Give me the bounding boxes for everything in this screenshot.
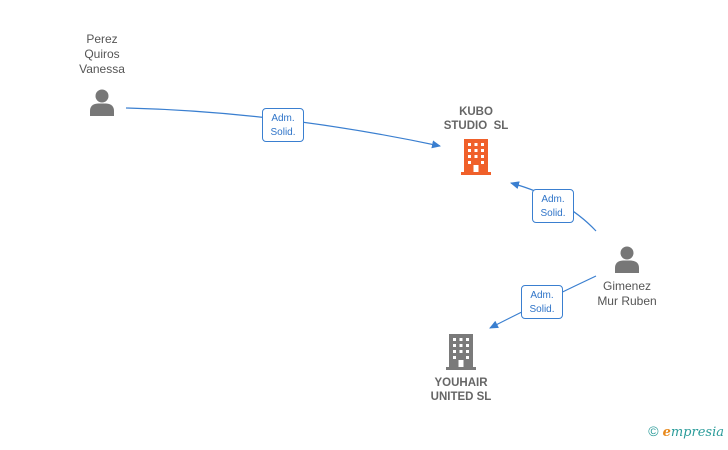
person-icon bbox=[615, 246, 639, 273]
relation-badge-perez-kubo[interactable]: Adm. Solid. bbox=[262, 108, 304, 142]
relation-badge-gimenez-kubo[interactable]: Adm. Solid. bbox=[532, 189, 574, 223]
person-node-perez[interactable]: Perez Quiros Vanessa bbox=[60, 32, 144, 117]
building-icon bbox=[446, 334, 476, 370]
brand-logo-letter: e bbox=[662, 425, 671, 440]
company-node-youhair[interactable]: YOUHAIR UNITED SL bbox=[416, 334, 506, 404]
relation-label-line-2: Solid. bbox=[270, 127, 296, 138]
relation-label-line-2: Solid. bbox=[540, 208, 566, 219]
brand-logo-text: mpresia bbox=[670, 425, 724, 440]
company-name-line-2: UNITED SL bbox=[430, 391, 492, 403]
building-icon bbox=[461, 139, 491, 175]
company-name-line-1: YOUHAIR bbox=[434, 377, 488, 389]
person-node-gimenez[interactable]: Gimenez Mur Ruben bbox=[584, 244, 670, 309]
brand-watermark: ©empresia bbox=[648, 423, 724, 440]
person-name-line-3: Vanessa bbox=[79, 62, 125, 76]
person-name-line-1: Gimenez bbox=[602, 279, 652, 293]
person-icon bbox=[90, 89, 114, 116]
relation-label-line-1: Adm. bbox=[530, 290, 554, 301]
company-node-kubo[interactable]: KUBO STUDIO SL bbox=[428, 105, 524, 175]
copyright-icon: © bbox=[648, 423, 659, 439]
person-name-line-1: Perez bbox=[86, 32, 118, 46]
person-name-line-2: Mur Ruben bbox=[597, 294, 657, 308]
company-name-line-1: KUBO bbox=[459, 106, 493, 118]
person-name-line-2: Quiros bbox=[84, 47, 120, 61]
relation-label-line-2: Solid. bbox=[529, 304, 555, 315]
relation-label-line-1: Adm. bbox=[541, 194, 565, 205]
relation-label-line-1: Adm. bbox=[271, 113, 295, 124]
company-name-line-2: STUDIO SL bbox=[443, 120, 509, 132]
relation-badge-gimenez-youhair[interactable]: Adm. Solid. bbox=[521, 285, 563, 319]
